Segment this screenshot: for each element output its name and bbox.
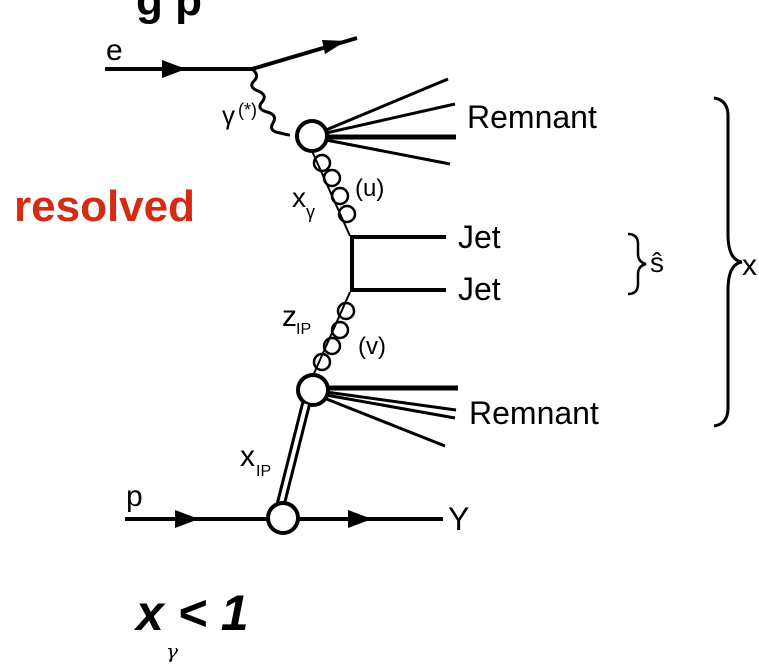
z-pom-label: z [282,300,297,333]
gluon-v [312,301,356,372]
v-label: (v) [358,333,386,360]
gluon-u [312,153,357,224]
s-hat-brace [627,232,647,296]
electron-out-arrow [322,40,346,54]
photon-label: γ [222,100,235,130]
z-pom-sub-label: IP [296,321,311,338]
x-pom-sub-label: IP [256,463,271,480]
remnant-top-line-4 [325,138,451,166]
remnant-top-label: Remnant [467,99,597,135]
remnant-bottom-line-3 [325,393,456,420]
proton-label: p [126,480,143,513]
photon-sup-label: (*) [238,100,257,120]
remnant-top-line-1 [325,77,449,132]
x-gamma-sub-label: γ [306,202,315,222]
gluon-v-stem [311,291,351,379]
photon-wavy-line [250,67,291,137]
electron-arrow [162,60,186,78]
photon-vertex-blob [295,119,329,153]
remnant-bottom-line-4 [323,396,446,448]
proton-arrow-in [175,510,199,528]
jet2-label: Jet [458,271,501,307]
remnant-bottom-line-2 [325,390,457,412]
pomeron-line-inner [278,403,308,508]
jet1-label: Jet [458,219,501,255]
title-fragment: g p [136,0,202,25]
proton-vertex-blob [266,501,300,535]
remnant-bottom-label: Remnant [469,395,599,431]
x-gamma-label: x [292,182,306,213]
x-pom-label: x [240,440,255,473]
formula-main: x < 1 [136,585,249,641]
electron-label: e [106,34,123,67]
resolved-label: resolved [14,182,195,231]
s-hat-label: ŝ [650,247,664,278]
pomeron-vertex-blob [296,373,330,407]
gluon-u-stem [311,150,351,237]
formula-sub: γ [166,639,178,663]
remnant-top-line-2 [325,102,456,135]
right-cut-label: x [742,249,757,282]
x-brace [713,96,743,428]
proton-arrow-out [348,510,372,528]
u-label: (u) [355,175,384,202]
y-out-label: Y [448,501,469,537]
